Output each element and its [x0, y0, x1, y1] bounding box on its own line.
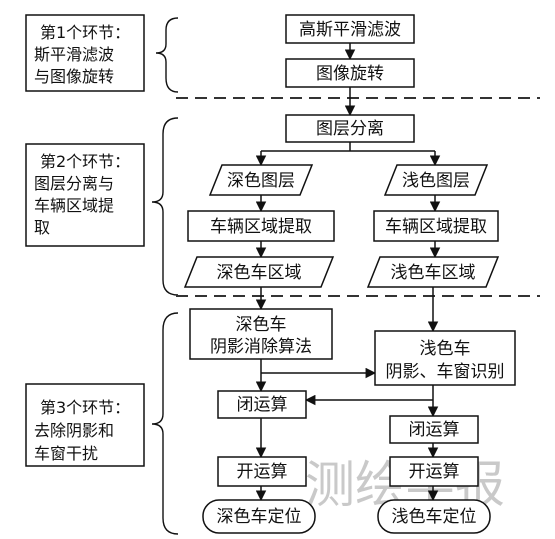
stage-2: 第2个环节： 图层分离与 车辆区域提 取 — [25, 143, 145, 247]
light-locate-terminal — [377, 499, 491, 534]
stage-3-line-3: 车窗干扰 — [34, 444, 98, 463]
dark-vehicle-extract-box — [187, 210, 335, 242]
stage-2-line-2: 图层分离与 — [34, 174, 114, 193]
dark-layer-label: 深色图层 — [227, 171, 295, 191]
light-layer-parallelogram — [383, 164, 489, 196]
stage-3-line-1: 第3个环节： — [40, 398, 130, 417]
dark-opening-label: 开运算 — [237, 462, 288, 482]
stage-3-brace — [151, 312, 179, 535]
stage-2-box — [25, 143, 145, 247]
light-vehicle-region-parallelogram — [366, 256, 500, 288]
gaussian-filter-box — [285, 14, 415, 44]
layer-separation-box — [285, 114, 415, 143]
light-opening-label: 开运算 — [409, 462, 460, 482]
light-closing-box — [389, 415, 479, 444]
light-vehicle-extract-label: 车辆区域提取 — [385, 217, 487, 237]
layer-separation-label: 图层分离 — [316, 119, 384, 139]
dark-vehicle-region-parallelogram — [183, 256, 335, 288]
stage-1-line-1: 第1个环节： — [40, 23, 130, 42]
dark-closing-label: 闭运算 — [237, 395, 288, 415]
stage-2-line-4: 取 — [34, 218, 50, 237]
stage-2-line-3: 车辆区域提 — [34, 196, 114, 215]
light-shadow-window-box — [374, 330, 516, 386]
stage-1-box — [25, 14, 145, 92]
light-shadow-window-line-2: 阴影、车窗识别 — [386, 362, 505, 382]
dark-locate-terminal — [202, 499, 316, 534]
stage-3: 第3个环节： 去除阴影和 车窗干扰 — [25, 383, 145, 467]
dark-shadow-removal-box — [189, 308, 333, 360]
dark-shadow-removal-line-1: 深色车 — [236, 315, 287, 335]
dark-locate-label: 深色车定位 — [217, 507, 302, 527]
light-opening-box — [389, 456, 479, 487]
gaussian-filter-label: 高斯平滑滤波 — [299, 20, 401, 40]
stage-3-line-2: 去除阴影和 — [34, 421, 114, 440]
dark-closing-box — [217, 390, 307, 419]
stage-2-brace — [151, 117, 179, 296]
image-rotation-box — [285, 58, 415, 88]
light-vehicle-region-label: 浅色车区域 — [391, 263, 476, 283]
stage-3-box — [25, 383, 145, 467]
light-layer-label: 浅色图层 — [402, 171, 470, 191]
dark-layer-parallelogram — [208, 164, 314, 196]
dark-vehicle-extract-label: 车辆区域提取 — [210, 217, 312, 237]
light-locate-label: 浅色车定位 — [392, 507, 477, 527]
stage-1-brace — [155, 17, 179, 93]
stage-1-line-2: 斯平滑滤波 — [34, 45, 114, 64]
dark-shadow-removal-line-2: 阴影消除算法 — [210, 337, 312, 357]
dark-opening-box — [217, 456, 307, 487]
light-shadow-window-line-1: 浅色车 — [420, 339, 471, 359]
connectors — [255, 43, 441, 502]
light-closing-label: 闭运算 — [409, 420, 460, 440]
stage-1: 第1个环节： 斯平滑滤波 与图像旋转 — [25, 14, 145, 92]
stage-2-line-1: 第2个环节： — [40, 152, 130, 171]
image-rotation-label: 图像旋转 — [316, 64, 384, 84]
dark-vehicle-region-label: 深色车区域 — [217, 263, 302, 283]
stage-1-line-3: 与图像旋转 — [34, 67, 114, 86]
light-vehicle-extract-box — [373, 210, 499, 242]
